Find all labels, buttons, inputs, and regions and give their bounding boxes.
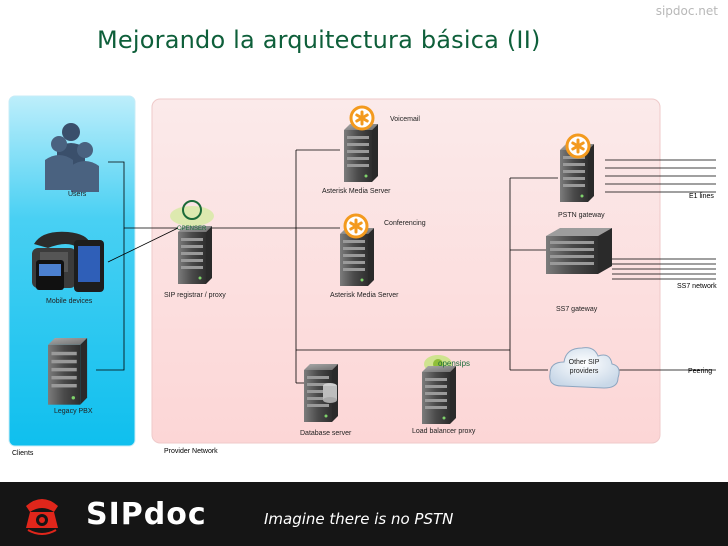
peering-label: Peering bbox=[688, 368, 713, 375]
opensips-lb-logo-text: opensips bbox=[438, 359, 471, 368]
users-label: Users bbox=[68, 191, 87, 198]
slide-title: Mejorando la arquitectura básica (II) bbox=[97, 26, 541, 54]
conferencing-label: Conferencing bbox=[384, 220, 426, 227]
site-url: sipdoc.net bbox=[655, 4, 718, 18]
sip-registrar-server-icon bbox=[178, 226, 212, 284]
other-sip-cloud-icon bbox=[549, 347, 620, 389]
database-server-icon bbox=[304, 364, 338, 422]
sip-registrar-label: SIP registrar / proxy bbox=[164, 292, 226, 299]
mobile-devices-label: Mobile devices bbox=[46, 298, 93, 305]
legacy-pbx-label: Legacy PBX bbox=[54, 408, 93, 415]
users-icon bbox=[45, 123, 99, 192]
asterisk-conf-logo bbox=[343, 213, 369, 239]
legacy-pbx-server-icon bbox=[48, 338, 88, 405]
other-sip-label: Other SIP providers bbox=[568, 359, 600, 375]
e1-lines-label: E1 lines bbox=[689, 193, 714, 200]
ss7-gateway-label: SS7 gateway bbox=[556, 306, 598, 313]
ss7-gateway-icon bbox=[546, 228, 612, 274]
load-balancer-server-icon bbox=[422, 366, 456, 424]
mobile-devices-icon bbox=[32, 231, 104, 292]
provider-zone-label: Provider Network bbox=[164, 448, 218, 455]
footer-brand: SIPdoc bbox=[86, 497, 207, 532]
asterisk-conf-label: Asterisk Media Server bbox=[330, 292, 399, 299]
asterisk-voicemail-label: Asterisk Media Server bbox=[322, 188, 391, 195]
clients-zone-label: Clients bbox=[12, 450, 34, 457]
asterisk-voicemail-server-icon bbox=[344, 124, 378, 182]
opensips-registrar-logo bbox=[170, 200, 214, 226]
footer-bar bbox=[0, 482, 728, 546]
voicemail-label: Voicemail bbox=[390, 116, 420, 123]
sipdoc-phone-logo-icon bbox=[26, 499, 58, 535]
ss7-network-label: SS7 network bbox=[677, 283, 717, 290]
architecture-diagram bbox=[8, 95, 716, 447]
load-balancer-label: Load balancer proxy bbox=[412, 428, 476, 435]
pstn-gateway-logo bbox=[565, 133, 591, 159]
database-label: Database server bbox=[300, 430, 352, 437]
asterisk-voicemail-logo bbox=[349, 105, 375, 131]
provider-zone bbox=[151, 98, 661, 444]
opensips-registrar-logo-text: OPENSER bbox=[177, 226, 207, 232]
footer-slogan: Imagine there is no PSTN bbox=[264, 510, 454, 528]
pstn-gateway-label: PSTN gateway bbox=[558, 212, 605, 219]
